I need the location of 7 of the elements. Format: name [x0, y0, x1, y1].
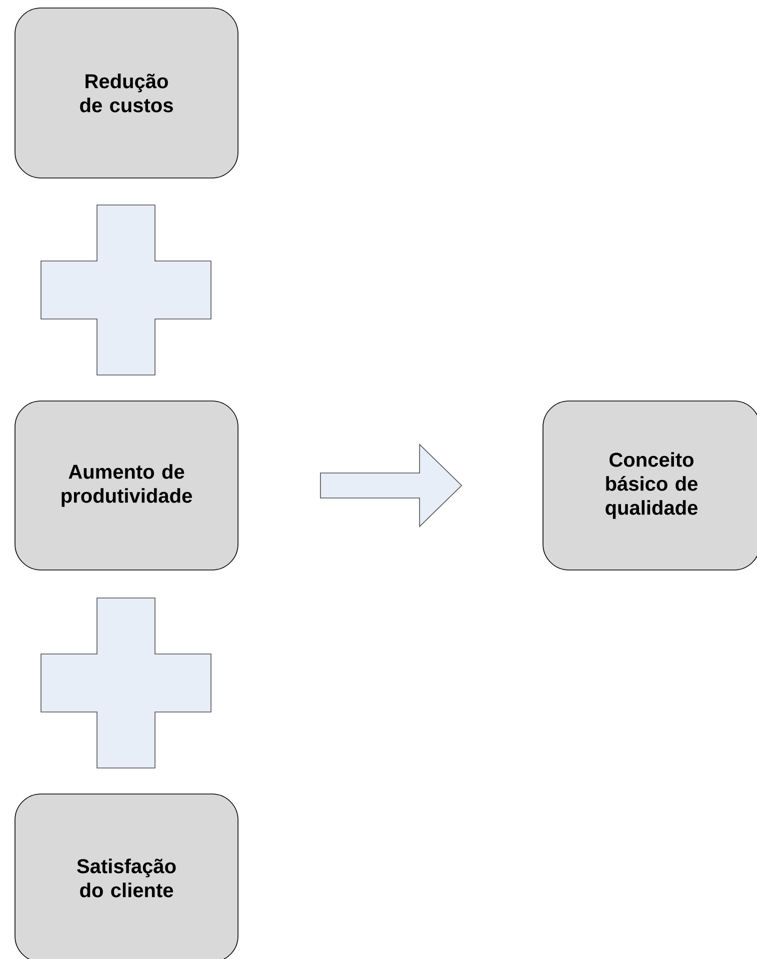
- process-box: Redução de custos: [14, 8, 238, 178]
- process-box: Aumento de produtividade: [14, 400, 238, 570]
- plus-sign: [40, 204, 212, 376]
- plus-sign: [40, 598, 212, 768]
- block-arrow: [320, 444, 462, 528]
- process-box: Satisfação do cliente: [14, 794, 238, 959]
- process-box: Conceito básico de qualidade: [542, 400, 757, 570]
